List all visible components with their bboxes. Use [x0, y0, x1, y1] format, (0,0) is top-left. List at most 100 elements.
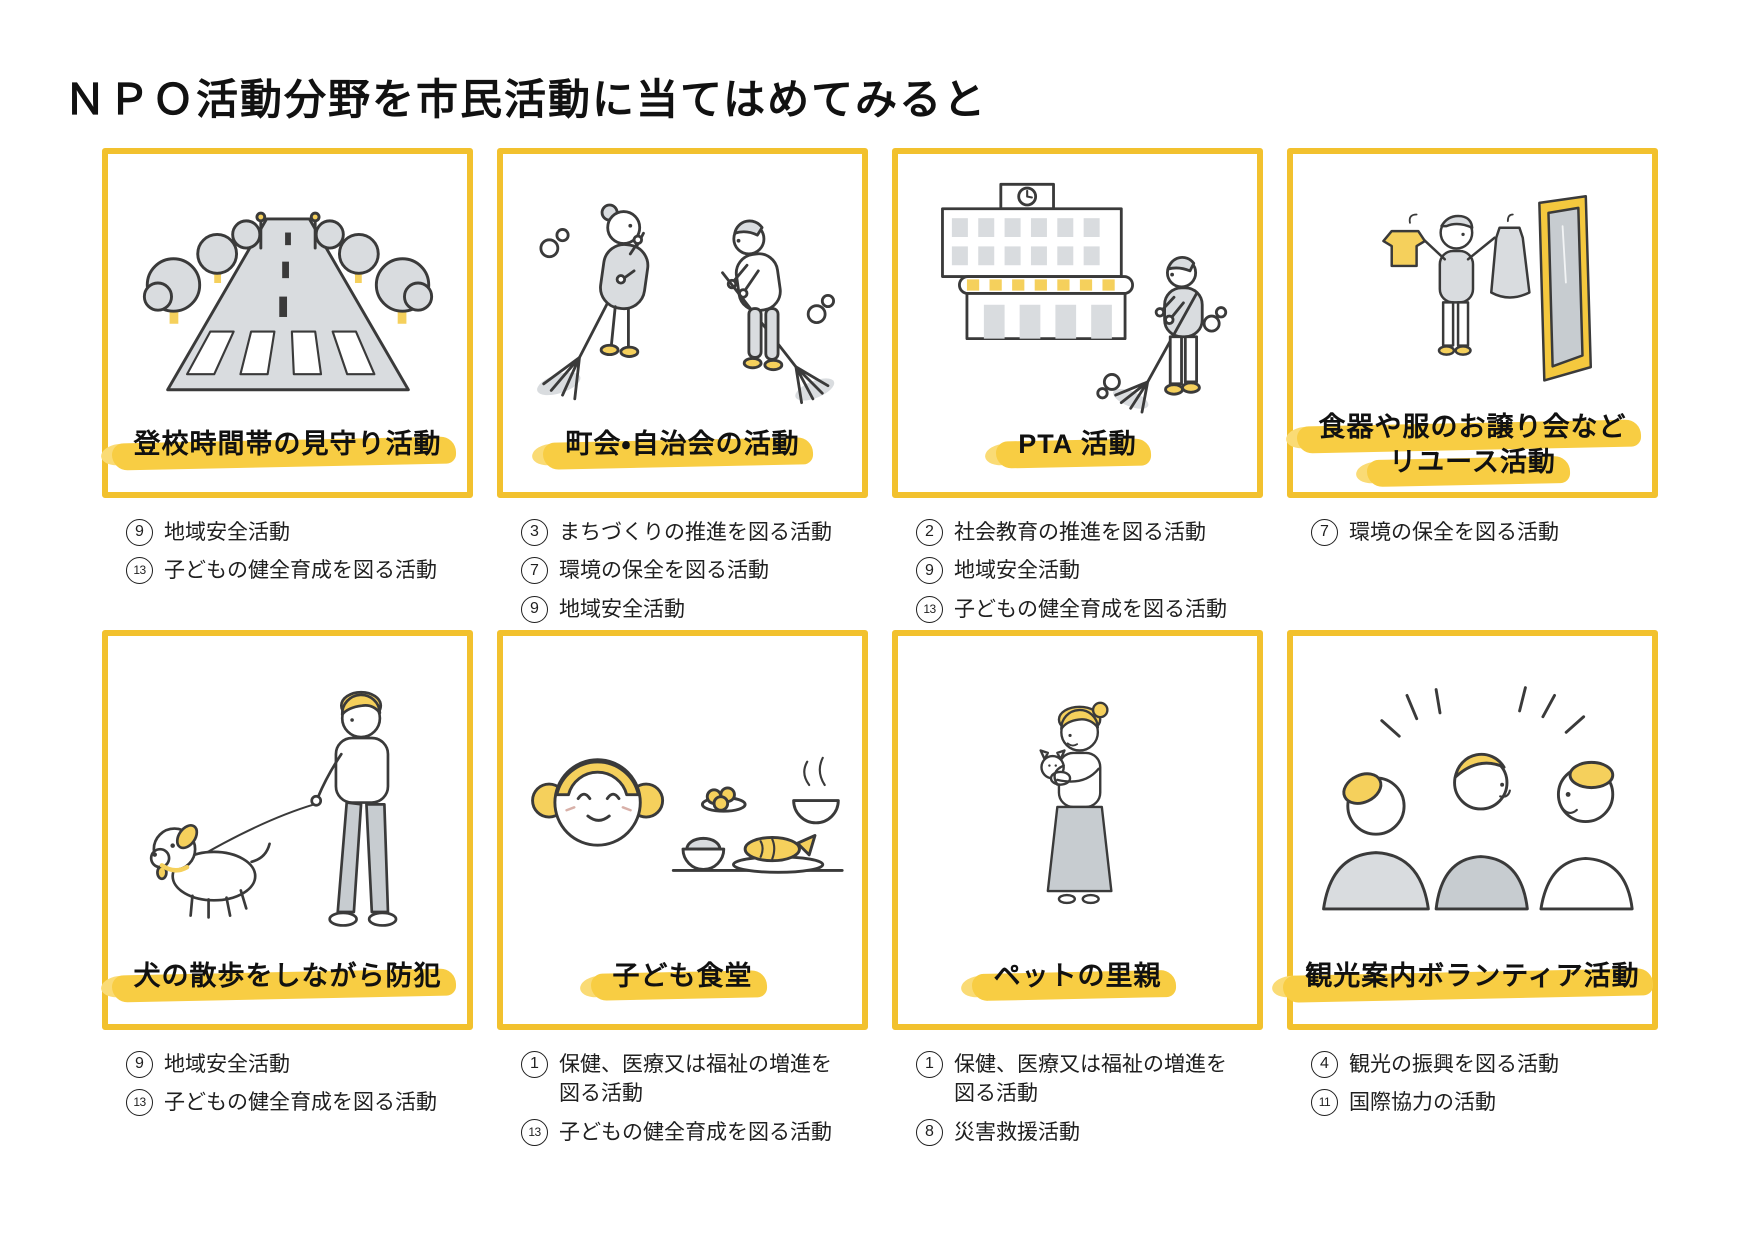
category-text: まちづくりの推進を図る活動 — [559, 521, 832, 544]
road — [165, 217, 410, 392]
column-school-watch: 登校時間帯の見守り活動 9 地域安全活動 13 子どもの健全育成を図る活動 — [102, 148, 473, 630]
dress — [1489, 213, 1531, 299]
cards-grid: 登校時間帯の見守り活動 9 地域安全活動 13 子どもの健全育成を図る活動 — [102, 148, 1658, 1147]
npo-category-list: 1 保健、医療又は福祉の増進を図る活動 8 災害救援活動 — [892, 1050, 1263, 1147]
npo-category-list: 9 地域安全活動 13 子どもの健全育成を図る活動 — [102, 518, 473, 586]
walker — [310, 690, 398, 927]
arms — [1052, 764, 1100, 787]
npo-category-list: 7 環境の保全を図る活動 — [1287, 518, 1658, 547]
person-left-back — [1321, 772, 1430, 911]
list-item: 9 地域安全活動 — [126, 518, 473, 547]
circled-number: 9 — [521, 595, 548, 623]
circled-number: 9 — [126, 519, 153, 546]
tshirt — [1381, 213, 1426, 268]
card-pet-adoption: ペットの里親 — [892, 630, 1263, 1030]
category-text: 子どもの健全育成を図る活動 — [164, 559, 437, 583]
npo-category-list: 4 観光の振興を図る活動 11 国際協力の活動 — [1287, 1050, 1658, 1118]
circled-number: 7 — [1311, 519, 1338, 546]
illustration-wrap — [1293, 154, 1652, 410]
list-item: 13 子どもの健全育成を図る活動 — [126, 556, 473, 585]
category-text: 環境の保全を図る活動 — [559, 559, 769, 583]
card-title: 犬の散歩をしながら防犯 — [114, 959, 461, 994]
list-item: 7 環境の保全を図る活動 — [521, 556, 868, 585]
illustration-wrap — [108, 636, 467, 959]
girl-face — [530, 758, 664, 847]
three-people-talking-illustration — [1321, 686, 1634, 911]
list-item: 9 地域安全活動 — [521, 595, 868, 624]
category-text: 保健、医療又は福祉の増進を図る活動 — [954, 1053, 1227, 1106]
circled-number: 3 — [521, 519, 548, 546]
category-text: 地域安全活動 — [954, 559, 1080, 583]
circled-number: 9 — [916, 557, 943, 585]
man-sweeping — [720, 219, 835, 405]
illustration-wrap — [108, 154, 467, 427]
card-title: 登校時間帯の見守り活動 — [114, 427, 461, 462]
street-lamps — [254, 211, 321, 250]
circled-number: 7 — [521, 557, 548, 585]
category-text: 地域安全活動 — [559, 597, 685, 621]
woman — [1057, 701, 1109, 809]
column-reuse: 食器や服のお譲り会など リユース活動 7 環境の保全を図る活動 — [1287, 148, 1658, 630]
category-text: 子どもの健全育成を図る活動 — [954, 597, 1227, 621]
category-text: 社会教育の推進を図る活動 — [954, 521, 1206, 544]
npo-category-list: 3 まちづくりの推進を図る活動 7 環境の保全を図る活動 9 地域安全活動 — [497, 518, 868, 624]
category-text: 観光の振興を図る活動 — [1349, 1053, 1559, 1076]
skirt-and-feet — [1046, 806, 1113, 905]
dog-walking-illustration — [149, 690, 398, 927]
category-text: 地域安全活動 — [164, 521, 290, 544]
card-title: PTA 活動 — [904, 427, 1251, 462]
list-item: 3 まちづくりの推進を図る活動 — [521, 518, 868, 547]
list-item: 7 環境の保全を図る活動 — [1311, 518, 1658, 547]
npo-category-list: 9 地域安全活動 13 子どもの健全育成を図る活動 — [102, 1050, 473, 1118]
circled-number: 4 — [1311, 1051, 1338, 1078]
list-item: 8 災害救援活動 — [916, 1118, 1263, 1147]
npo-category-list: 2 社会教育の推進を図る活動 9 地域安全活動 13 子どもの健全育成を図る活動 — [892, 518, 1263, 624]
category-text: 国際協力の活動 — [1349, 1091, 1496, 1115]
school-road-illustration — [142, 211, 433, 392]
emphasis-lines — [1379, 686, 1585, 738]
circled-number: 13 — [126, 1089, 153, 1117]
illustration-wrap — [898, 636, 1257, 959]
column-pta: PTA 活動 2 社会教育の推進を図る活動 9 地域安全活動 13 子どもの健全… — [892, 148, 1263, 630]
card-title: 子ども食堂 — [509, 959, 856, 994]
reuse-clothes-illustration — [1381, 195, 1592, 382]
list-item: 1 保健、医療又は福祉の増進を図る活動 — [916, 1050, 1263, 1109]
circled-number: 2 — [916, 519, 943, 546]
illustration-wrap — [503, 636, 862, 959]
category-text: 子どもの健全育成を図る活動 — [559, 1120, 832, 1144]
list-item: 1 保健、医療又は福祉の増進を図る活動 — [521, 1050, 868, 1109]
mirror — [1537, 195, 1592, 382]
girl-and-meal-illustration — [530, 756, 844, 874]
category-text: 保健、医療又は福祉の増進を図る活動 — [559, 1053, 832, 1106]
circled-number: 13 — [916, 595, 943, 623]
sweepers-illustration — [536, 203, 835, 405]
dog — [149, 823, 271, 919]
trees-right — [314, 219, 433, 324]
person-right — [1538, 761, 1634, 911]
grandma-sweeping — [536, 203, 649, 401]
column-neighborhood-association: 町会・自治会の活動 3 まちづくりの推進を図る活動 7 環境の保全を図る活動 9… — [497, 148, 868, 630]
person-middle — [1434, 753, 1529, 911]
card-kids-cafeteria: 子ども食堂 — [497, 630, 868, 1030]
trees-left — [142, 219, 261, 324]
list-item: 13 子どもの健全育成を図る活動 — [916, 595, 1263, 624]
list-item: 9 地域安全活動 — [916, 556, 1263, 585]
dust-puffs — [538, 228, 570, 259]
person-holding-clothes — [1418, 214, 1496, 357]
circled-number: 11 — [1311, 1089, 1338, 1117]
circled-number: 13 — [126, 557, 153, 585]
card-title: 観光案内ボランティア活動 — [1299, 959, 1646, 994]
card-title: ペットの里親 — [904, 959, 1251, 994]
circled-number: 8 — [916, 1118, 943, 1146]
list-item: 13 子どもの健全育成を図る活動 — [126, 1088, 473, 1117]
card-dog-walk-patrol: 犬の散歩をしながら防犯 — [102, 630, 473, 1030]
school-and-sweeper-illustration — [940, 182, 1227, 414]
illustration-wrap — [503, 154, 862, 427]
card-reuse: 食器や服のお譲り会など リユース活動 — [1287, 148, 1658, 498]
parent-sweeping — [1095, 256, 1227, 414]
card-school-watch: 登校時間帯の見守り活動 — [102, 148, 473, 498]
woman-holding-pet-illustration — [1038, 701, 1113, 905]
column-kids-cafeteria: 子ども食堂 1 保健、医療又は福祉の増進を図る活動 13 子どもの健全育成を図る… — [497, 630, 868, 1147]
list-item: 2 社会教育の推進を図る活動 — [916, 518, 1263, 547]
category-text: 災害救援活動 — [954, 1120, 1080, 1144]
